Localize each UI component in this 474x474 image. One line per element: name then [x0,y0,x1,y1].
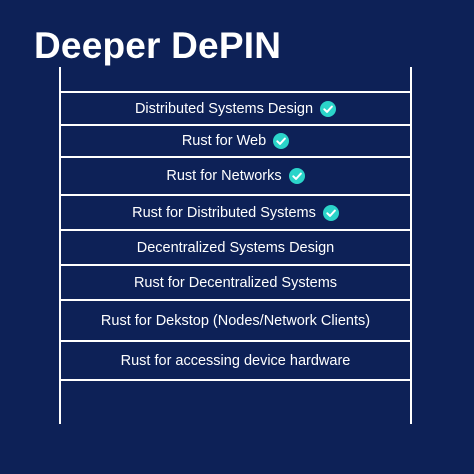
course-item-rust-for-decentralized-systems: Rust for Decentralized Systems [61,266,410,299]
course-item-rust-for-networks: Rust for Networks [61,158,410,194]
course-item-distributed-systems-design: Distributed Systems Design [61,93,410,124]
course-item-label: Rust for Distributed Systems [132,204,316,221]
course-ladder: Distributed Systems Design Rust for Web … [59,67,412,424]
ladder-rung [61,91,410,93]
course-item-label: Rust for Web [181,133,267,149]
check-circle-icon [320,100,337,117]
course-item-label: Rust for Networks [166,168,282,184]
ladder-rung [61,379,410,381]
ladder-rung [61,124,410,126]
ladder-rung [61,299,410,301]
check-circle-icon [288,168,305,184]
course-item-label: Rust for accessing device hardware [120,352,351,369]
page-title: Deeper DePIN [34,25,282,66]
course-item-label: Rust for Decentralized Systems [133,274,338,291]
ladder-rung [61,264,410,266]
ladder-rung [61,340,410,342]
course-item-rust-for-distributed-systems: Rust for Distributed Systems [61,196,410,229]
check-circle-icon [322,204,339,221]
ladder-rung [61,156,410,158]
check-circle-icon [273,133,290,149]
course-item-label: Distributed Systems Design [134,100,314,117]
course-item-label: Decentralized Systems Design [136,239,335,256]
ladder-rung [61,194,410,196]
course-item-decentralized-systems-design: Decentralized Systems Design [61,231,410,264]
course-item-rust-for-web: Rust for Web [61,126,410,156]
course-item-rust-for-device-hardware: Rust for accessing device hardware [61,342,410,379]
ladder-rung [61,229,410,231]
course-item-rust-for-desktop: Rust for Dekstop (Nodes/Network Clients) [61,301,410,340]
course-item-label: Rust for Dekstop (Nodes/Network Clients) [100,312,371,329]
